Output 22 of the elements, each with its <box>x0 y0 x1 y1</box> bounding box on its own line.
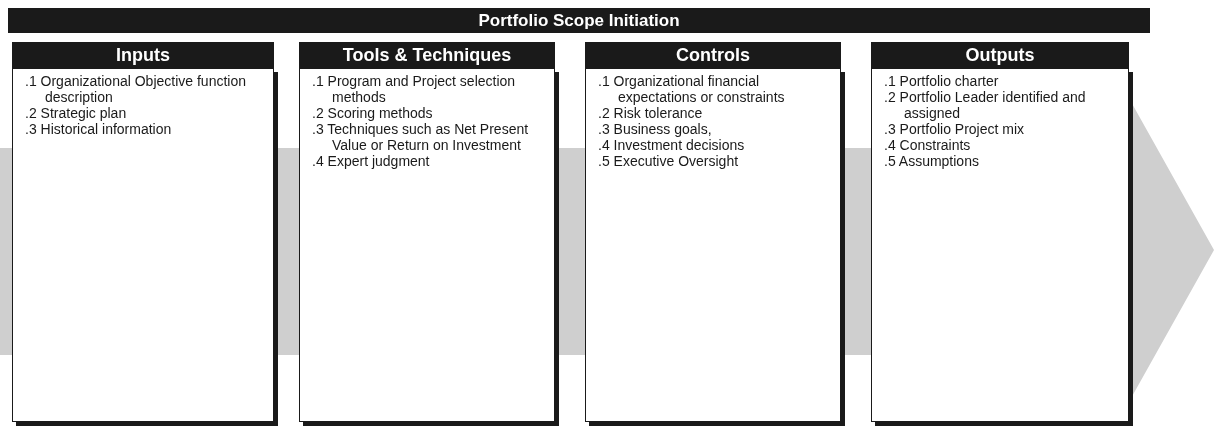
column-heading: Inputs <box>12 42 274 68</box>
title-bar: Portfolio Scope Initiation <box>8 8 1150 33</box>
column-heading: Tools & Techniques <box>299 42 555 68</box>
list-item: .1 Organizational Objective function description <box>25 73 247 105</box>
list-item: .3 Portfolio Project mix <box>884 121 1026 137</box>
column-heading: Outputs <box>871 42 1129 68</box>
list-item: .1 Program and Project selection methods <box>312 73 517 105</box>
list-item: .2 Risk tolerance <box>598 105 704 121</box>
list-item: .1 Organizational financial expectations or constraints <box>598 73 786 105</box>
list-item: .2 Scoring methods <box>312 105 434 121</box>
list-item: .5 Assumptions <box>884 153 980 169</box>
list-item: .4 Expert judgment <box>312 153 431 169</box>
list-item: .4 Investment decisions <box>598 137 746 153</box>
list-item: .5 Executive Oversight <box>598 153 740 169</box>
list-item: .3 Business goals, <box>598 121 713 137</box>
list-item: .1 Portfolio charter <box>884 73 1000 89</box>
list-item: .3 Historical information <box>25 121 173 137</box>
list-item: .2 Strategic plan <box>25 105 128 121</box>
list-item: .2 Portfolio Leader identified and assigned <box>884 89 1087 121</box>
list-item: .4 Constraints <box>884 137 972 153</box>
column-heading: Controls <box>585 42 841 68</box>
list-item: .3 Techniques such as Net Present Value or Return on Investment <box>312 121 530 153</box>
